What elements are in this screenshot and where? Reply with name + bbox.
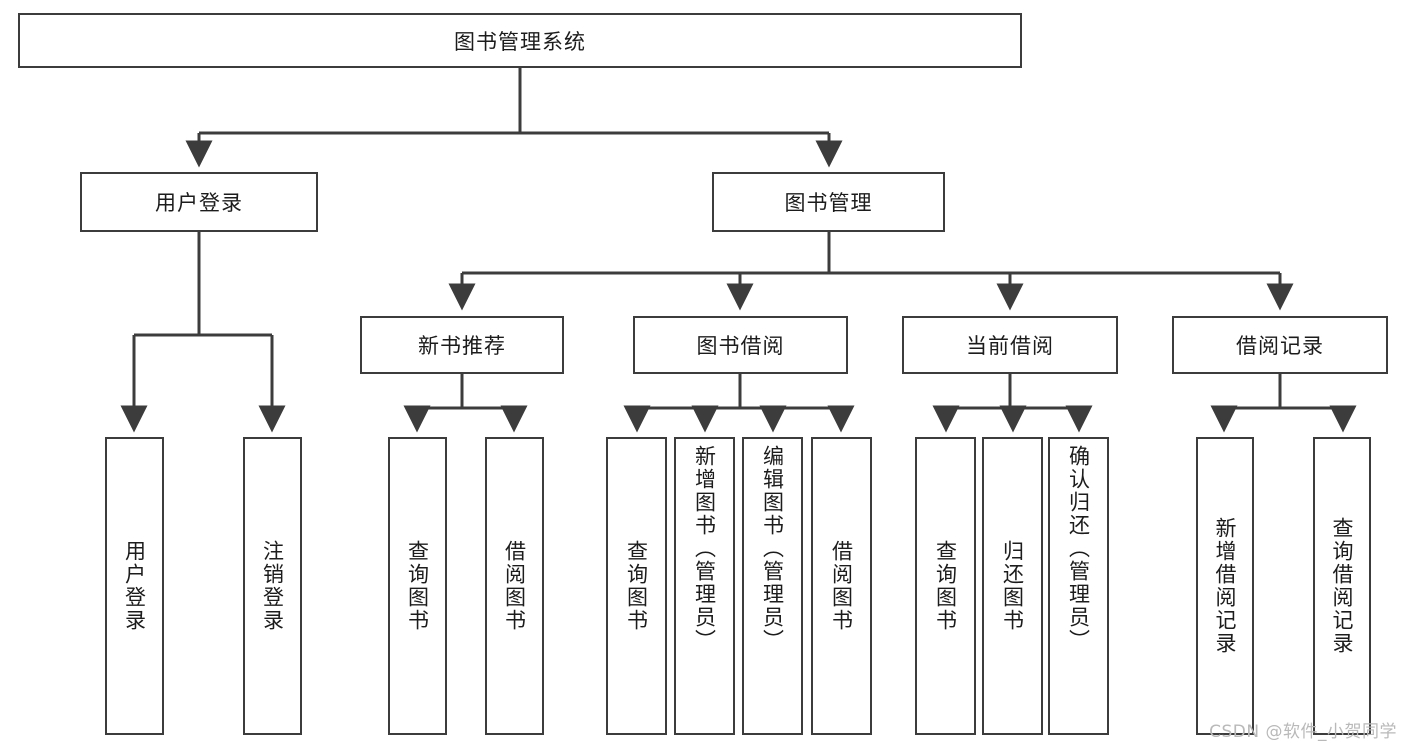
node-book-borrow-label: 图书借阅 <box>696 334 785 358</box>
node-leaf-record-query[interactable]: 查询借阅记录 <box>1313 437 1371 735</box>
node-leaf-new-book-borrow-label: 借阅图书 <box>502 540 527 632</box>
node-leaf-borrow-borrow-book-label: 借阅图书 <box>829 540 854 632</box>
node-root-system[interactable]: 图书管理系统 <box>18 13 1022 68</box>
node-borrow-record-label: 借阅记录 <box>1236 334 1324 358</box>
node-leaf-current-return-book-label: 归还图书 <box>1000 540 1025 632</box>
node-leaf-borrow-add-book[interactable]: 新增图书（管理员） <box>674 437 735 735</box>
node-leaf-current-confirm-return[interactable]: 确认归还（管理员） <box>1048 437 1109 735</box>
node-leaf-user-login-login[interactable]: 用户登录 <box>105 437 164 735</box>
node-leaf-record-add-label: 新增借阅记录 <box>1213 517 1237 655</box>
node-leaf-borrow-edit-book[interactable]: 编辑图书（管理员） <box>742 437 803 735</box>
node-leaf-user-login-logout-label: 注销登录 <box>260 540 285 632</box>
node-book-manage[interactable]: 图书管理 <box>712 172 945 232</box>
node-leaf-borrow-edit-book-label: 编辑图书（管理员） <box>760 445 785 652</box>
node-leaf-record-query-label: 查询借阅记录 <box>1330 517 1354 655</box>
node-leaf-borrow-query-book[interactable]: 查询图书 <box>606 437 667 735</box>
node-leaf-current-query-book-label: 查询图书 <box>933 540 958 632</box>
node-leaf-borrow-borrow-book[interactable]: 借阅图书 <box>811 437 872 735</box>
node-leaf-current-return-book[interactable]: 归还图书 <box>982 437 1043 735</box>
node-leaf-user-login-login-label: 用户登录 <box>122 540 147 632</box>
node-leaf-current-confirm-return-label: 确认归还（管理员） <box>1066 445 1091 652</box>
node-book-manage-label: 图书管理 <box>784 191 873 215</box>
node-user-login-label: 用户登录 <box>155 191 243 215</box>
node-leaf-borrow-query-book-label: 查询图书 <box>624 540 649 632</box>
node-book-borrow[interactable]: 图书借阅 <box>633 316 848 374</box>
node-new-book-recommend[interactable]: 新书推荐 <box>360 316 564 374</box>
node-leaf-new-book-borrow[interactable]: 借阅图书 <box>485 437 544 735</box>
node-new-book-recommend-label: 新书推荐 <box>418 334 506 358</box>
node-leaf-new-book-query[interactable]: 查询图书 <box>388 437 447 735</box>
node-user-login[interactable]: 用户登录 <box>80 172 318 232</box>
node-root-system-label: 图书管理系统 <box>454 29 586 54</box>
node-leaf-current-query-book[interactable]: 查询图书 <box>915 437 976 735</box>
node-leaf-user-login-logout[interactable]: 注销登录 <box>243 437 302 735</box>
node-leaf-record-add[interactable]: 新增借阅记录 <box>1196 437 1254 735</box>
node-leaf-new-book-query-label: 查询图书 <box>405 540 430 632</box>
node-current-borrow[interactable]: 当前借阅 <box>902 316 1118 374</box>
node-leaf-borrow-add-book-label: 新增图书（管理员） <box>692 445 717 652</box>
node-current-borrow-label: 当前借阅 <box>966 334 1054 358</box>
node-borrow-record[interactable]: 借阅记录 <box>1172 316 1388 374</box>
